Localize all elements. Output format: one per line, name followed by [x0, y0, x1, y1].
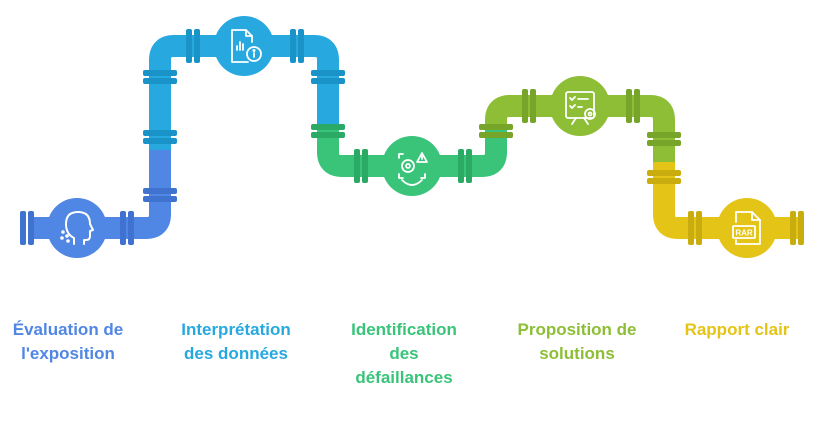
step-5-label: Rapport clair: [684, 320, 790, 339]
document-chart-info-icon: [231, 29, 262, 63]
step-1-node: [47, 198, 107, 258]
pipe-segment-blue: [28, 150, 171, 239]
step-1-label: Évaluation de l'exposition: [12, 320, 124, 363]
step-2-label: Interprétation des données: [181, 320, 291, 363]
pipe-couplings: [20, 29, 804, 245]
head-exposure-icon: [60, 211, 94, 245]
pipe-segment-yellow: [653, 162, 804, 239]
step-3-label: Identification des défaillances: [351, 320, 457, 387]
step-5-node: RAR: [717, 198, 777, 258]
step-3-node: [382, 136, 442, 196]
rar-file-icon: [732, 211, 761, 245]
warning-eye-icon: [398, 152, 428, 186]
step-4-node: [550, 76, 610, 136]
step-4-label: Proposition de solutions: [517, 320, 637, 363]
step-2-node: [214, 16, 274, 76]
checklist-gear-icon: [565, 91, 596, 125]
rar-file-icon-text: RAR: [735, 229, 753, 238]
